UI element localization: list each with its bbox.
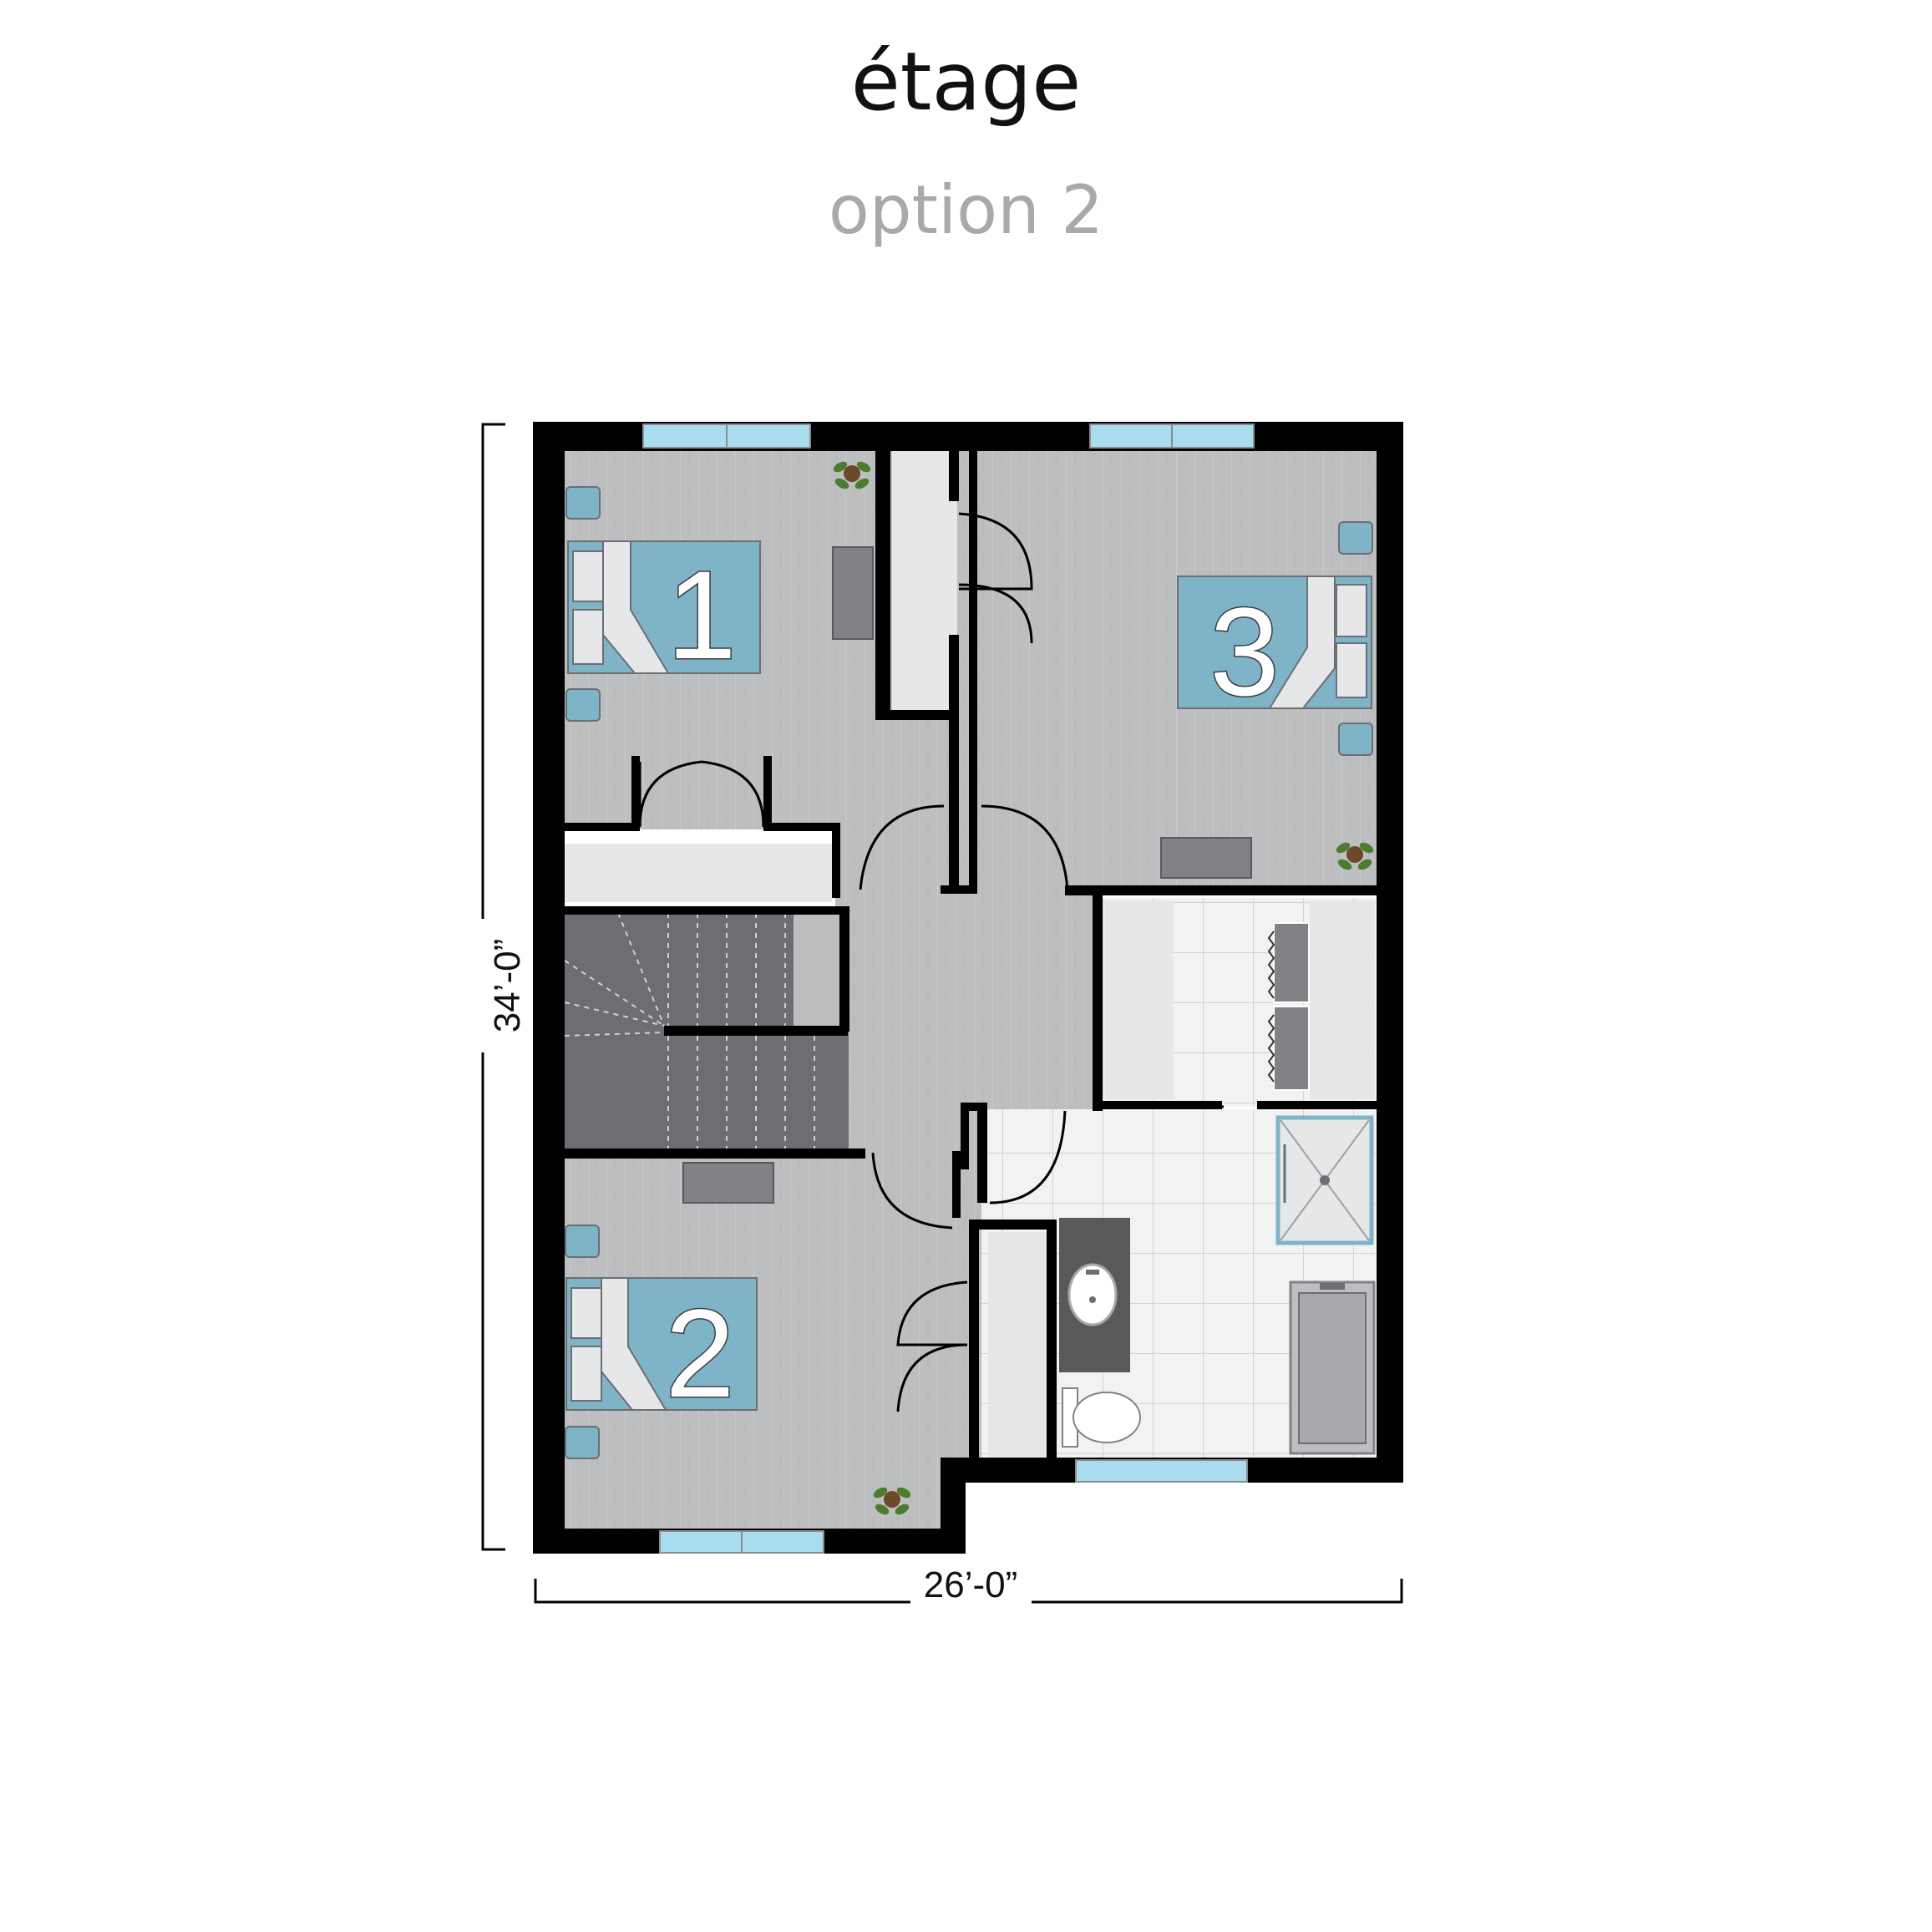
washer	[1273, 922, 1310, 1003]
closet-bedroom-3	[892, 451, 957, 710]
dryer	[1273, 1006, 1310, 1091]
desk	[682, 1162, 774, 1204]
linen-closet-left	[1105, 900, 1174, 1099]
door-closet-1-right	[701, 760, 765, 828]
bedroom-1-furniture: 1	[565, 461, 874, 722]
window-bedroom-3	[1089, 423, 1255, 449]
nightstand	[1338, 521, 1373, 555]
nightstand	[565, 1426, 600, 1459]
plan-title: étage	[850, 35, 1082, 129]
stair-landing-light	[794, 913, 848, 1026]
bathroom-fixtures	[1059, 1115, 1376, 1455]
door-closet-2-bottom	[896, 1343, 968, 1412]
plant-icon	[833, 461, 871, 489]
desk	[1160, 837, 1252, 879]
bedroom-3-furniture: 3	[1160, 521, 1374, 879]
width-dimension-label: 26’-0”	[924, 1564, 1018, 1605]
window-bathroom	[1075, 1459, 1248, 1483]
door-bedroom-1	[859, 804, 945, 890]
plant-icon	[873, 1487, 911, 1515]
closet-bedroom-2	[988, 1232, 1047, 1458]
door-bedroom-3	[981, 804, 1069, 890]
plan-subtitle: option 2	[828, 171, 1104, 249]
door-bathroom	[989, 1110, 1067, 1204]
closets	[565, 451, 1375, 1458]
laundry-appliances	[1267, 922, 1310, 1091]
height-dimension-label: 34’-0”	[487, 939, 528, 1033]
nightstand	[565, 688, 601, 722]
door-closet-3-top	[958, 512, 1033, 591]
closet-bedroom-1	[565, 844, 832, 902]
door-closet-3-bottom	[958, 583, 1033, 644]
toilet	[1072, 1392, 1141, 1443]
door-closet-2-top	[896, 1280, 968, 1346]
door-bedroom-2	[871, 1152, 953, 1230]
plant-icon	[1336, 842, 1374, 870]
door-closet-1-left	[638, 760, 702, 828]
room-label-1: 1	[667, 545, 736, 685]
staircase	[564, 912, 849, 1153]
linen-closet-right	[1310, 900, 1375, 1099]
desk	[832, 546, 874, 640]
window-bedroom-1	[642, 423, 811, 449]
nightstand	[1338, 723, 1373, 756]
room-label-3: 3	[1209, 581, 1279, 722]
nightstand	[565, 1225, 600, 1258]
windows	[642, 423, 1255, 1554]
doors	[638, 512, 1224, 1412]
bedroom-2-furniture: 2	[565, 1162, 911, 1515]
window-bedroom-2	[659, 1530, 824, 1554]
nightstand	[565, 486, 601, 520]
room-label-2: 2	[665, 1283, 734, 1423]
sink	[1067, 1263, 1118, 1326]
